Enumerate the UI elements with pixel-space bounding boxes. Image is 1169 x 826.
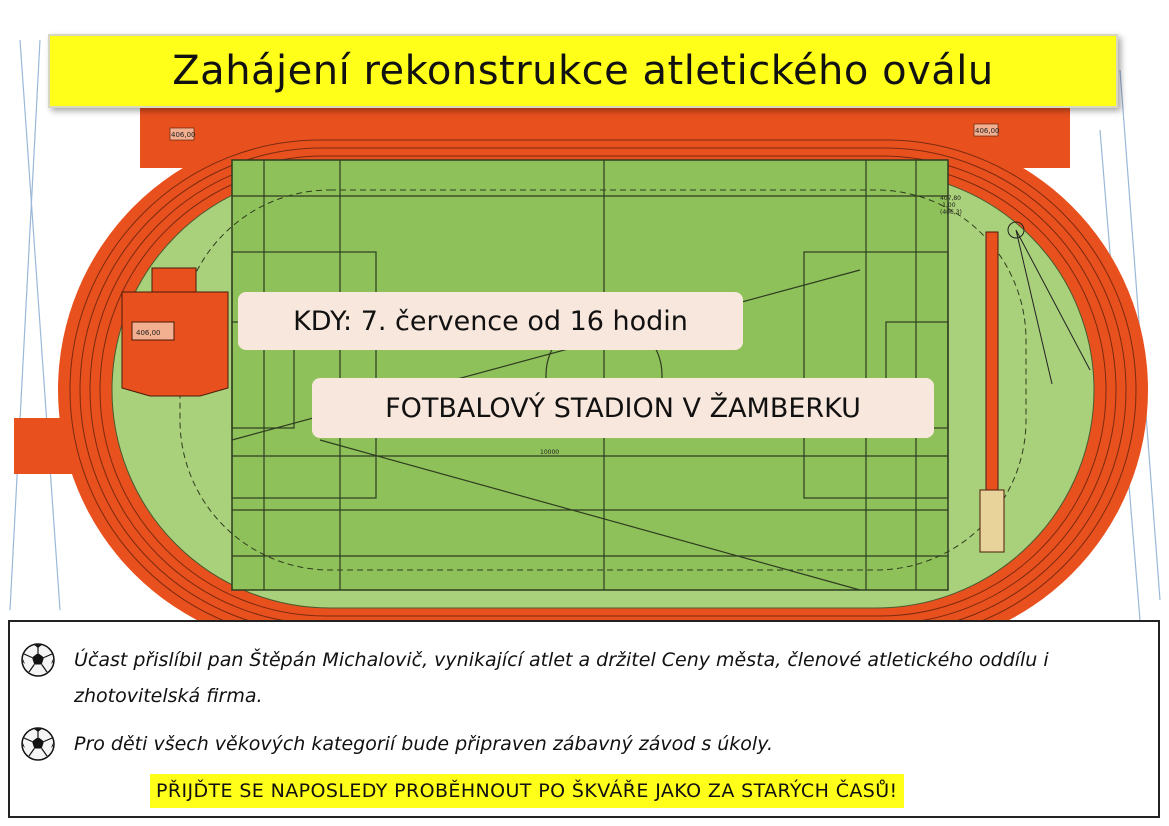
- soccer-ball-icon: [21, 643, 55, 677]
- when-text: KDY: 7. července od 16 hodin: [293, 305, 688, 337]
- where-text: FOTBALOVÝ STADION V ŽAMBERKU: [385, 392, 861, 424]
- title-banner: Zahájení rekonstrukce atletického oválu: [48, 34, 1118, 108]
- left-building: [121, 267, 229, 397]
- soccer-ball-icon: [21, 727, 55, 761]
- football-pitch: [231, 159, 949, 591]
- page-title: Zahájení rekonstrukce atletického oválu: [172, 48, 994, 94]
- dim-top-right: 406,00: [975, 127, 1000, 135]
- dim-top-left: 406,00: [171, 131, 196, 139]
- dim-right-a: 407,80: [940, 195, 961, 202]
- dim-right-b: -1,00: [940, 202, 956, 209]
- info-panel: Účast přislíbil pan Štěpán Michalovič, v…: [8, 620, 1160, 818]
- dim-right-c: (406,3): [940, 209, 962, 216]
- dim-left-building: 406,00: [136, 329, 161, 337]
- jump-area: [979, 221, 1091, 553]
- list-item: Pro děti všech věkových kategorií bude p…: [20, 726, 1140, 762]
- bullet-text: Pro děti všech věkových kategorií bude p…: [74, 733, 774, 755]
- bullet-text: Účast přislíbil pan Štěpán Michalovič, v…: [74, 649, 1049, 707]
- dim-center: 10000: [540, 449, 559, 456]
- callout-text: PŘIJĎTE SE NAPOSLEDY PROBĚHNOUT PO ŠKVÁŘ…: [156, 780, 898, 802]
- when-box: KDY: 7. července od 16 hodin: [238, 292, 743, 350]
- infield-boundary: [179, 189, 1027, 571]
- callout-banner: PŘIJĎTE SE NAPOSLEDY PROBĚHNOUT PO ŠKVÁŘ…: [150, 774, 904, 808]
- list-item: Účast přislíbil pan Štěpán Michalovič, v…: [20, 642, 1140, 714]
- where-box: FOTBALOVÝ STADION V ŽAMBERKU: [312, 378, 934, 438]
